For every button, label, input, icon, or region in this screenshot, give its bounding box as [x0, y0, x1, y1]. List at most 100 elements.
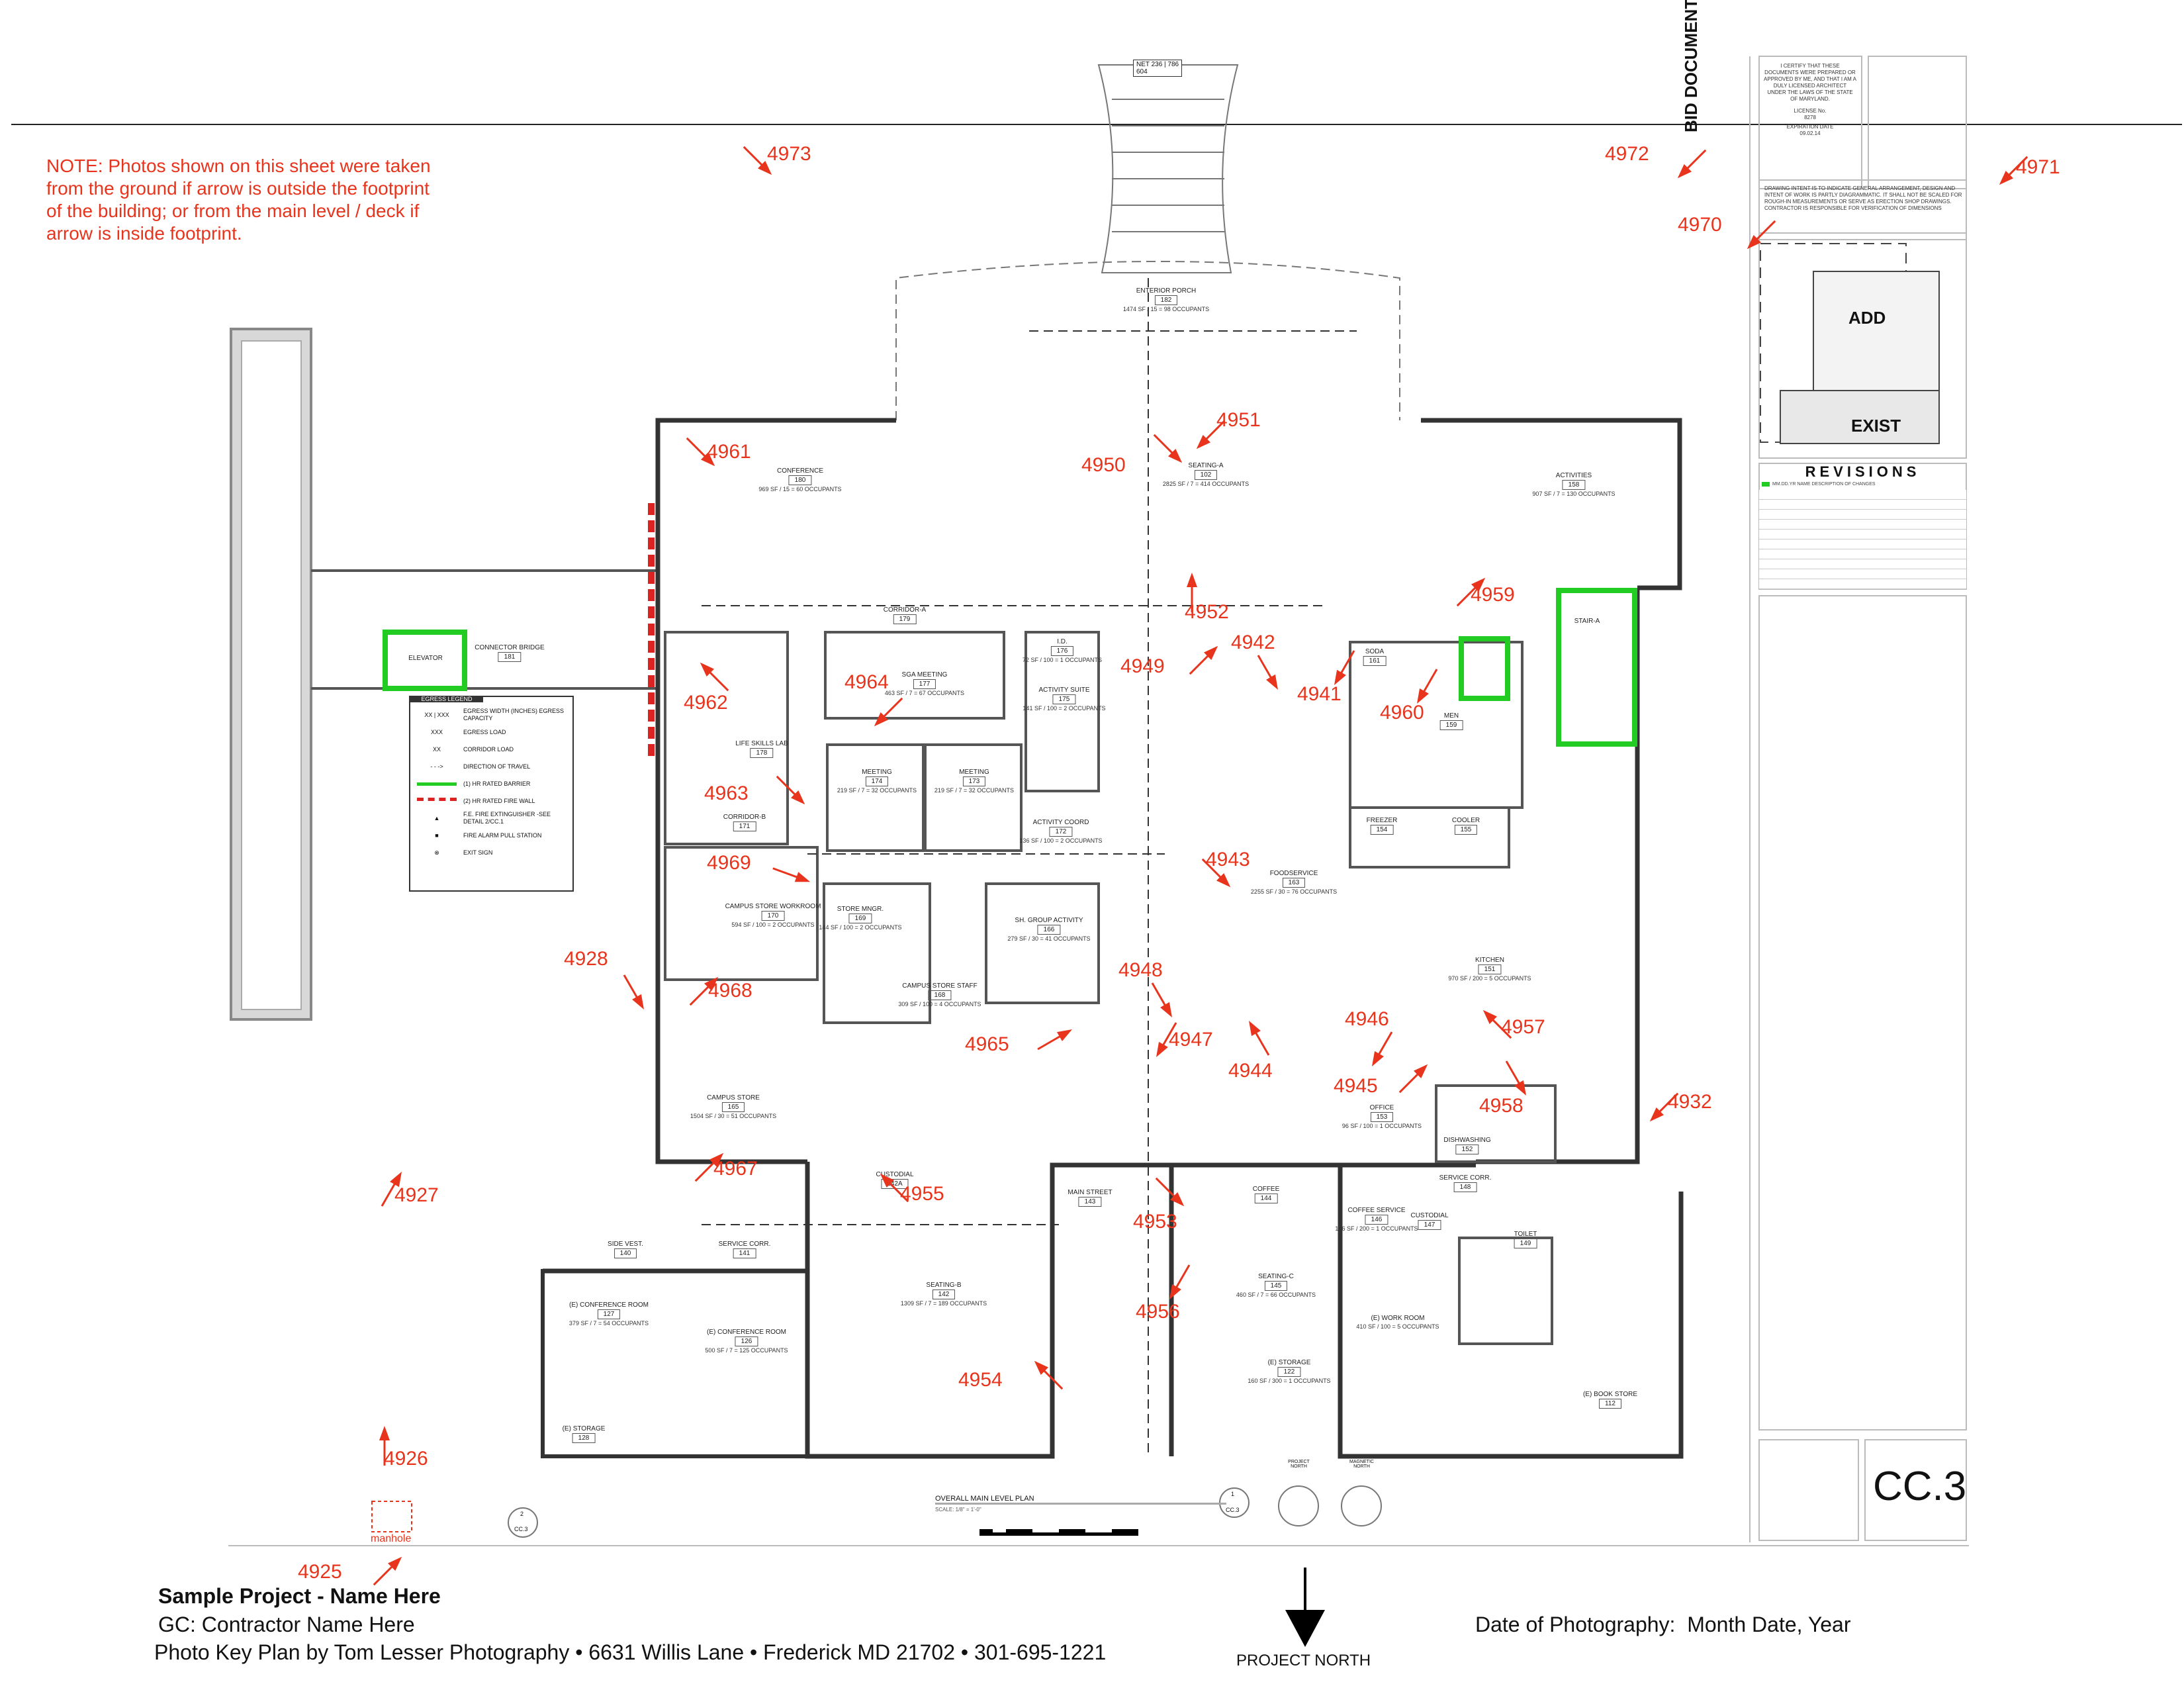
room-number: 126 — [735, 1336, 758, 1346]
room-number: 128 — [572, 1433, 596, 1443]
room-name: ACTIVITY SUITE — [1038, 686, 1090, 694]
room-occupancy: 72 SF / 100 = 1 OCCUPANTS — [1022, 657, 1103, 663]
room-number: 112 — [1599, 1399, 1621, 1409]
room-name: COFFEE SERVICE — [1347, 1207, 1406, 1214]
room-number: 147 — [1418, 1220, 1441, 1230]
photo-marker: 4969 — [707, 853, 811, 882]
room-label: STAIR-A — [1574, 617, 1600, 626]
room-number: 168 — [928, 990, 952, 1000]
barrier-line-icon — [410, 782, 463, 786]
room-name: STORE MNGR. — [837, 906, 884, 913]
room-name: CUSTODIAL — [1410, 1212, 1449, 1219]
room-name: TOILET — [1514, 1231, 1537, 1238]
photo-marker-number: 4926 — [384, 1448, 428, 1470]
room-number: 143 — [1078, 1197, 1102, 1207]
photo-marker-number: 4941 — [1297, 683, 1342, 705]
plan-title: OVERALL MAIN LEVEL PLAN — [935, 1495, 1226, 1505]
legend-item: (2) HR RATED FIRE WALL — [410, 792, 572, 810]
photo-marker: 4949 — [1120, 645, 1218, 677]
photo-marker-number: 4951 — [1216, 409, 1261, 431]
legend-item: ⊗EXIT SIGN — [434, 849, 493, 856]
photo-direction-arrow-icon — [1249, 1021, 1270, 1056]
entry-stair — [895, 64, 1400, 420]
room-name: SH. GROUP ACTIVITY — [1015, 917, 1083, 924]
photo-marker: 4945 — [1334, 1064, 1428, 1097]
room-name: FOODSERVICE — [1269, 870, 1318, 877]
manhole-label: manhole — [371, 1533, 412, 1544]
room-name: MEETING — [862, 769, 892, 776]
room-name: CONFERENCE — [776, 467, 824, 475]
room-number: 153 — [1370, 1112, 1394, 1122]
legend-item: - - ->DIRECTION OF TRAVEL — [430, 763, 531, 771]
bid-documents: BID DOCUMENTS — [1681, 0, 1701, 132]
room-name: SERVICE CORR. — [718, 1241, 771, 1248]
detail-number-2: 2 — [520, 1511, 524, 1517]
photo-marker-number: 4961 — [707, 441, 751, 463]
magnetic-north: MAGNETIC NORTH — [1349, 1460, 1374, 1469]
elevator2-barrier — [1459, 636, 1510, 701]
photo-direction-arrow-icon — [743, 146, 772, 175]
room-occupancy: 500 SF / 7 = 125 OCCUPANTS — [705, 1347, 788, 1354]
photo-marker: 4971 — [1999, 156, 2060, 185]
bottom-rule — [228, 1545, 1969, 1546]
top-rule — [11, 124, 2182, 125]
photo-marker: 4973 — [743, 144, 811, 175]
room-number: 165 — [721, 1102, 745, 1112]
room-name: (E) STORAGE — [1267, 1359, 1311, 1366]
room-occupancy: 907 SF / 7 = 130 OCCUPANTS — [1532, 491, 1615, 497]
room-name: ENTERIOR PORCH — [1136, 287, 1197, 295]
room-number: 170 — [761, 911, 785, 921]
room-occupancy: 160 SF / 300 = 1 OCCUPANTS — [1248, 1378, 1331, 1384]
photo-marker-number: 4945 — [1334, 1075, 1378, 1097]
room-name: MAIN STREET — [1068, 1189, 1113, 1196]
interior-walls — [664, 631, 1557, 1345]
photo-marker-number: 4927 — [394, 1184, 439, 1206]
room-name: ELEVATOR — [408, 655, 443, 662]
photo-marker: 4932 — [1649, 1092, 1712, 1122]
room-number: 141 — [733, 1248, 756, 1258]
photo-marker: 4927 — [381, 1172, 439, 1207]
room-occupancy: 1474 SF / 15 = 98 OCCUPANTS — [1122, 306, 1210, 312]
plan-scale: SCALE: 1/8" = 1'-0" — [935, 1507, 981, 1513]
room-label: ELEVATOR — [408, 654, 443, 663]
photo-marker: 4959 — [1456, 577, 1515, 607]
photo-direction-arrow-icon — [1649, 1092, 1679, 1122]
room-name: ACTIVITIES — [1555, 472, 1592, 479]
room-number: 151 — [1478, 964, 1502, 974]
room-name: SEATING-B — [926, 1282, 962, 1289]
photo-marker-number: 4965 — [965, 1033, 1009, 1055]
photo-marker-number: 4970 — [1678, 214, 1722, 236]
room-name: SEATING-C — [1258, 1273, 1294, 1280]
room-occupancy: 410 SF / 100 = 5 OCCUPANTS — [1356, 1323, 1439, 1330]
photo-marker: 4950 — [1081, 434, 1183, 475]
room-name: COFFEE — [1252, 1186, 1280, 1193]
room-occupancy: 309 SF / 100 = 4 OCCUPANTS — [898, 1001, 981, 1008]
photo-marker: 4972 — [1605, 144, 1707, 179]
room-number: 179 — [893, 614, 917, 624]
room-label: SIDE VEST.140 — [608, 1240, 643, 1258]
photo-marker: 4953 — [1133, 1177, 1185, 1232]
photo-marker-number: 4925 — [298, 1561, 342, 1583]
room-number: 171 — [733, 821, 756, 831]
room-number: 174 — [865, 776, 889, 786]
photo-marker: 4965 — [965, 1029, 1072, 1055]
room-name: SIDE VEST. — [608, 1241, 643, 1248]
room-number: 102 — [1194, 470, 1218, 480]
legend-item: ■FIRE ALARM PULL STATION — [435, 831, 542, 839]
room-number: 175 — [1052, 694, 1076, 704]
photo-marker: 4962 — [684, 662, 729, 713]
room-occupancy: 279 SF / 30 = 41 OCCUPANTS — [1007, 935, 1091, 942]
